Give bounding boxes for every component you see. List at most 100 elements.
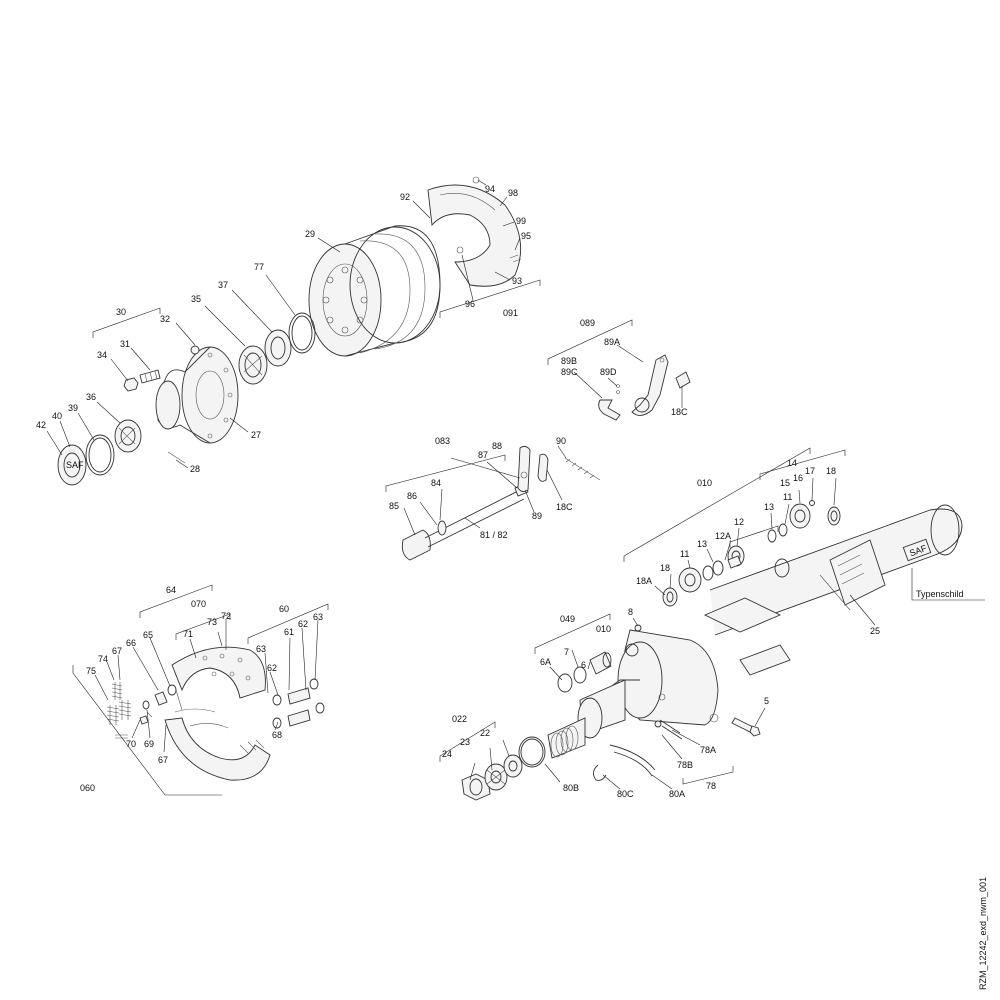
callout-11-a: 11 [783, 492, 792, 502]
callout-35: 35 [191, 294, 201, 304]
callout-16: 16 [793, 473, 803, 483]
callout-13-a: 13 [764, 502, 774, 512]
callout-69: 69 [144, 739, 154, 749]
callout-86: 86 [407, 491, 417, 501]
callout-89B: 89B [561, 356, 577, 366]
callout-18A: 18A [636, 576, 652, 586]
callout-74: 74 [98, 654, 108, 664]
brake-shoe-lower [164, 708, 271, 781]
callout-31: 31 [120, 339, 130, 349]
callout-28: 28 [190, 464, 200, 474]
brake-shoe-upper [171, 646, 266, 711]
callout-34: 34 [97, 350, 107, 360]
dust-shield [427, 176, 522, 287]
group-label-060: 060 [80, 783, 95, 793]
axle-nut-set [461, 736, 546, 801]
callout-25: 25 [870, 626, 880, 636]
callout-78B: 78B [677, 760, 693, 770]
callout-80B: 80B [563, 783, 579, 793]
callout-85: 85 [389, 501, 399, 511]
shoe-pins-rollers [272, 678, 325, 729]
callout-36: 36 [86, 392, 96, 402]
axle-spindle [547, 629, 719, 759]
callout-96: 96 [465, 299, 475, 309]
callout-70: 70 [126, 739, 136, 749]
hub-cap-logo: SAF [66, 460, 84, 470]
callout-72: 72 [221, 611, 231, 621]
callout-18-b: 18 [660, 563, 670, 573]
group-label-010: 010 [697, 478, 712, 488]
type-plate-label: Typenschild [916, 589, 964, 599]
callout-37: 37 [218, 280, 228, 290]
callout-78A: 78A [700, 745, 716, 755]
group-label-091: 091 [503, 308, 518, 318]
group-label-60: 60 [279, 604, 289, 614]
callout-7: 7 [564, 647, 569, 657]
callout-80A: 80A [669, 789, 685, 799]
callout-66: 66 [126, 638, 136, 648]
wheel-stud [123, 345, 200, 392]
callout-29: 29 [305, 229, 315, 239]
kingpin-small-parts [634, 500, 841, 632]
callout-81-82: 81 / 82 [480, 530, 508, 540]
callout-92: 92 [400, 192, 410, 202]
callout-77: 77 [254, 262, 264, 272]
callout-88: 88 [492, 441, 502, 451]
callout-65: 65 [143, 630, 153, 640]
callout-39: 39 [68, 403, 78, 413]
group-label-089: 089 [580, 318, 595, 328]
group-brackets [72, 279, 846, 796]
group-label-070: 070 [191, 599, 206, 609]
group-label-022: 022 [452, 714, 467, 724]
drawing-code: RZM_12242_exd_nwm_001 [978, 876, 988, 990]
group-label-64: 64 [166, 585, 176, 595]
abs-sensor-parts [593, 719, 683, 781]
callout-18-a: 18 [826, 466, 836, 476]
callout-5: 5 [764, 696, 769, 706]
callout-67-b: 67 [158, 755, 168, 765]
callout-89D: 89D [600, 367, 617, 377]
callout-6A: 6A [540, 657, 551, 667]
leader-lines [46, 179, 985, 790]
axle-beam: SAF [703, 504, 963, 676]
bearing-set [238, 312, 316, 385]
callout-87: 87 [478, 450, 488, 460]
callout-93: 93 [512, 276, 522, 286]
callout-80C: 80C [617, 789, 634, 799]
callout-18C-b: 18C [556, 502, 573, 512]
callout-12: 12 [734, 517, 744, 527]
callout-98: 98 [508, 188, 518, 198]
callout-12A: 12A [715, 531, 731, 541]
callout-13-b: 13 [697, 539, 707, 549]
group-label-010-b: 010 [596, 624, 611, 634]
callout-6: 6 [581, 660, 586, 670]
brake-drum [308, 225, 441, 357]
hub-cap-assembly: SAF [57, 419, 142, 486]
callout-24: 24 [442, 749, 452, 759]
callout-62-a: 62 [298, 619, 308, 629]
callout-68: 68 [272, 730, 282, 740]
callout-32: 32 [160, 314, 170, 324]
group-label-049: 049 [560, 614, 575, 624]
callout-14: 14 [787, 458, 797, 468]
callout-89C: 89C [561, 367, 578, 377]
slack-adjuster [598, 354, 691, 421]
callout-99: 99 [516, 216, 526, 226]
callout-63-a: 63 [256, 644, 266, 654]
callout-89: 89 [532, 511, 542, 521]
callout-22: 22 [480, 728, 490, 738]
callout-40: 40 [52, 411, 62, 421]
mounting-bolt [731, 717, 761, 737]
callout-61: 61 [284, 627, 294, 637]
group-label-083: 083 [435, 436, 450, 446]
callout-94: 94 [485, 184, 495, 194]
callout-11-b: 11 [680, 549, 689, 559]
callout-18C-a: 18C [671, 407, 688, 417]
bushing-parts [557, 651, 612, 693]
callout-8: 8 [628, 607, 633, 617]
brake-camshaft [401, 445, 601, 561]
callout-90: 90 [556, 436, 566, 446]
group-label-78: 78 [706, 781, 716, 791]
callout-95: 95 [521, 231, 531, 241]
